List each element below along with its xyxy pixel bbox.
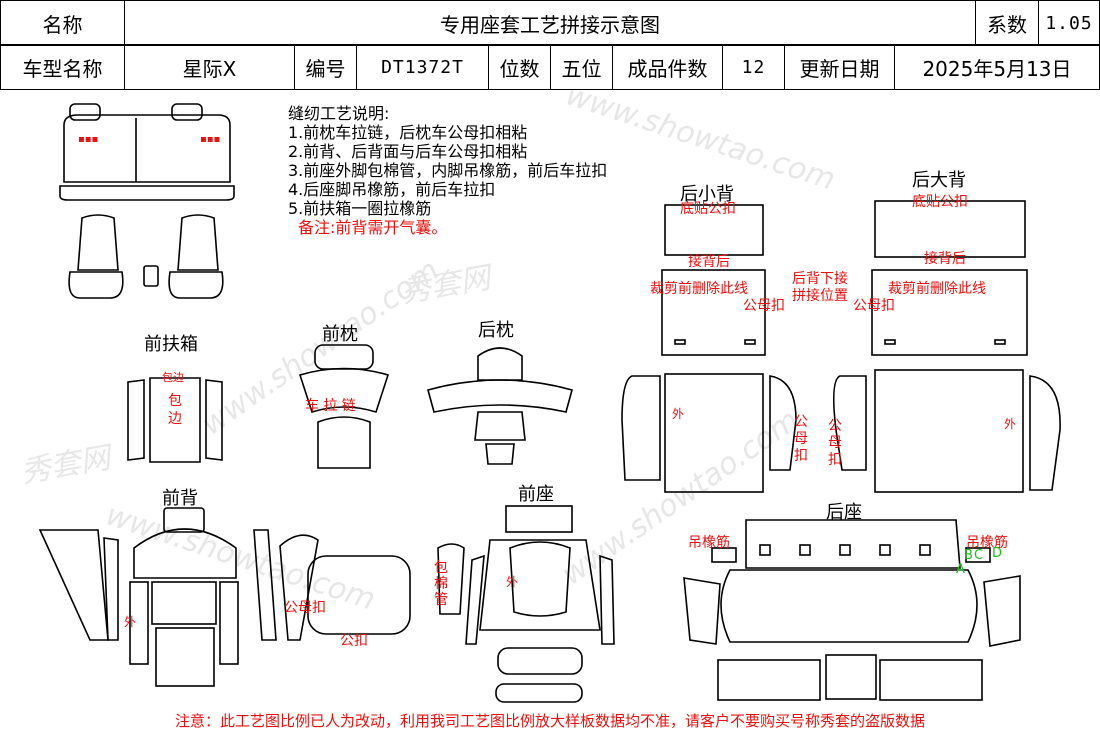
front-back-pattern xyxy=(38,507,411,687)
annot-small-snap: 公母扣 xyxy=(743,298,785,314)
label-rear-seat: 后座 xyxy=(826,502,862,523)
rear-small-back-pattern xyxy=(621,204,797,493)
annot-zipper: 车 拉 链 xyxy=(305,398,356,414)
notes-line-4: 4.后座脚吊橡筋，前后车拉扣 xyxy=(288,180,496,199)
annot-small-bottom-snap: 底贴公扣 xyxy=(680,201,736,217)
annot-back-male-snap: 公扣 xyxy=(340,633,368,649)
date-label: 更新日期 xyxy=(785,45,895,89)
front-headrest-pattern xyxy=(298,344,390,469)
rear-seat-pattern xyxy=(683,519,1021,701)
footer-notice: 注意：此工艺图比例已人为改动，利用我司工艺图比例放大样板数据均不准，请客户不要购… xyxy=(174,712,925,730)
annot-rear-elastic-left: 吊橡筋 xyxy=(688,535,730,551)
overview-mark-right: ▪▪▪ xyxy=(200,134,221,145)
date-value: 2025年5月13日 xyxy=(922,56,1072,81)
annot-small-cut-line: 裁剪前删除此线 xyxy=(650,281,748,297)
label-front-armrest: 前扶箱 xyxy=(144,334,198,355)
label-rear-headrest: 后枕 xyxy=(478,320,514,341)
marker-a: A xyxy=(956,562,965,577)
marker-b: B xyxy=(964,548,973,563)
notes-line-1: 1.前枕车拉链，后枕车公母扣相粘 xyxy=(288,123,528,142)
annot-small-side-snap: 公母扣 xyxy=(794,414,808,464)
label-front-back: 前背 xyxy=(162,488,198,509)
rear-headrest-pattern xyxy=(427,347,573,465)
annot-big-side-snap: 公母扣 xyxy=(828,418,842,468)
sheet-title: 专用座套工艺拼接示意图 xyxy=(125,1,976,45)
model-value: 星际X xyxy=(125,45,295,89)
notes-line-5: 5.前扶箱一圈拉橡筋 xyxy=(288,199,432,218)
annot-rear-elastic-right: 吊橡筋 xyxy=(966,535,1008,551)
coef-label: 系数 xyxy=(976,1,1039,45)
sewing-notes: 缝纫工艺说明: 1.前枕车拉链，后枕车公母扣相粘 2.前背、后背面与后车公母扣相… xyxy=(288,104,607,237)
coef-value: 1.05 xyxy=(1045,12,1093,34)
annot-small-join-rear: 接背后 xyxy=(688,254,730,270)
label-rear-small-back: 后小背 xyxy=(680,184,734,205)
annot-small-outer: 外 xyxy=(672,407,685,421)
annot-edge-vertical: 包边 xyxy=(168,393,182,427)
notes-remark: 备注:前背需开气囊。 xyxy=(298,218,448,237)
annot-big-outer: 外 xyxy=(1004,417,1017,431)
notes-line-2: 2.前背、后背面与后车公母扣相粘 xyxy=(288,142,528,161)
marker-d: D xyxy=(992,546,1003,561)
pieces-value: 12 xyxy=(723,45,785,89)
annot-seat-outer: 外 xyxy=(506,575,519,589)
label-front-seat: 前座 xyxy=(518,484,554,505)
seats-label: 位数 xyxy=(489,45,551,89)
model-label: 车型名称 xyxy=(1,45,125,89)
annot-big-join-rear: 接背后 xyxy=(924,251,966,267)
annot-rear-join-2: 拼接位置 xyxy=(792,288,848,304)
front-seat-pattern xyxy=(437,505,615,703)
rear-big-back-pattern xyxy=(832,200,1061,493)
label-rear-big-back: 后大背 xyxy=(912,170,966,191)
code-label: 编号 xyxy=(295,45,357,89)
annot-big-bottom-snap: 底贴公扣 xyxy=(912,194,968,210)
header-row-2: 车型名称 星际X 编号 DT1372T 位数 五位 成品件数 12 更新日期 2… xyxy=(0,44,1100,90)
name-label: 名称 xyxy=(1,1,125,45)
annot-edge-small: 包边 xyxy=(162,371,184,384)
annot-back-snap: 公母扣 xyxy=(284,600,326,616)
notes-title: 缝纫工艺说明: xyxy=(288,104,390,123)
annot-big-snap: 公母扣 xyxy=(853,298,895,314)
notes-line-3: 3.前座外脚包棉管，内脚吊橡筋，前后车拉扣 xyxy=(288,161,608,180)
code-value: DT1372T xyxy=(357,45,489,89)
annot-big-cut-line: 裁剪前删除此线 xyxy=(888,281,986,297)
annot-rear-join-1: 后背下接 xyxy=(792,271,848,287)
annot-seat-foam-tube: 包棉管 xyxy=(434,560,448,608)
front-armrest-pattern xyxy=(127,377,223,463)
seats-value: 五位 xyxy=(551,45,613,89)
overview-mark-left: ▪▪▪ xyxy=(78,134,99,145)
annot-back-outer: 外 xyxy=(124,615,137,629)
marker-c: C xyxy=(974,548,984,563)
pieces-label: 成品件数 xyxy=(613,45,723,89)
label-front-headrest: 前枕 xyxy=(322,324,358,345)
seat-overview xyxy=(59,103,235,299)
